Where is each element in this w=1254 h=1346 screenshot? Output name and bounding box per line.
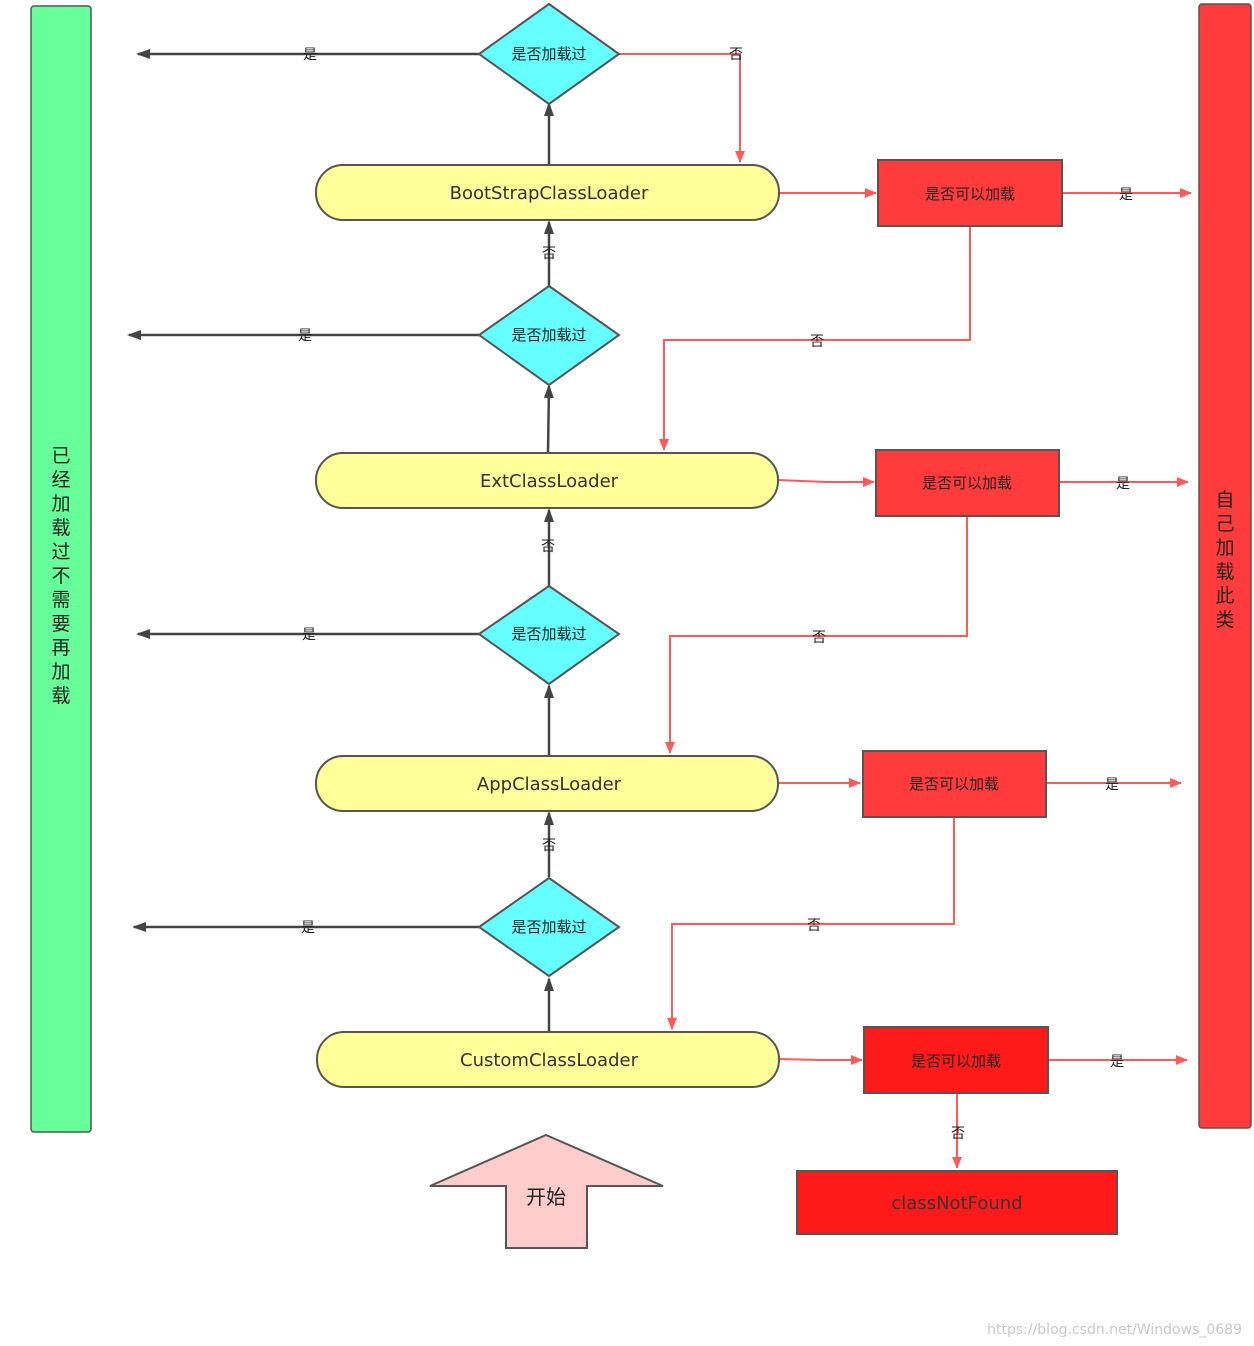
loader-custom-label: CustomClassLoader (460, 1050, 639, 1071)
check-loaded-diamond (477, 876, 621, 978)
edge-yes-label: 是 (301, 920, 315, 936)
start-arrow (429, 1133, 664, 1249)
loader-ext-label: ExtClassLoader (480, 471, 619, 492)
arrow-canload3-no (667, 817, 955, 1030)
arrow-check1-no (619, 53, 745, 163)
can-load-box (875, 449, 1060, 517)
can-load-label: 是否可以加载 (909, 775, 999, 793)
edge-yes-label: 是 (1119, 187, 1133, 203)
already-loaded-bar (30, 5, 92, 1133)
check-loaded-label: 是否加载过 (511, 625, 586, 643)
edge-no-label: 否 (541, 539, 555, 555)
edge-no-label: 否 (729, 47, 743, 63)
edge-yes-label: 是 (303, 47, 317, 63)
arrow-custom-to-canload (778, 1055, 863, 1065)
loader-app-label: AppClassLoader (477, 774, 622, 795)
class-not-found-box (796, 1170, 1118, 1235)
load-self-label: 自己加载此类 (1215, 489, 1234, 631)
arrow-canload1-no (659, 226, 971, 451)
loader-custom (316, 1031, 780, 1088)
check-loaded-diamond (477, 2, 621, 106)
start-label: 开始 (526, 1185, 566, 1209)
edge-no-label: 否 (542, 838, 556, 854)
check-loaded-diamond (477, 284, 621, 387)
can-load-box (877, 159, 1063, 227)
can-load-label: 是否可以加载 (911, 1052, 1001, 1070)
loader-app (315, 755, 779, 812)
loader-bootstrap (315, 164, 780, 221)
edge-yes-label: 是 (1105, 777, 1119, 793)
edge-yes-label: 是 (298, 328, 312, 344)
can-load-box (862, 750, 1047, 818)
check-loaded-label: 是否加载过 (511, 326, 586, 344)
arrow-canload2-no (665, 516, 968, 754)
arrow-ext-to-check (543, 384, 554, 453)
check-loaded-diamond (477, 584, 621, 686)
class-not-found-label: classNotFound (891, 1193, 1022, 1214)
load-self-bar (1198, 3, 1252, 1129)
can-load-box (863, 1026, 1049, 1094)
loader-ext (315, 452, 779, 509)
can-load-label: 是否可以加载 (925, 185, 1015, 203)
arrow-ext-to-canload (777, 477, 875, 487)
edge-no-label: 否 (810, 334, 824, 350)
loader-bootstrap-label: BootStrapClassLoader (450, 183, 649, 204)
edge-no-label: 否 (812, 630, 826, 646)
edge-no-label: 否 (542, 246, 556, 262)
edge-yes-label: 是 (1110, 1054, 1124, 1070)
can-load-label: 是否可以加载 (922, 474, 1012, 492)
edge-yes-label: 是 (302, 627, 316, 643)
watermark: https://blog.csdn.net/Windows_0689 (987, 1322, 1242, 1338)
already-loaded-label: 已经加载过不需要再加载 (51, 445, 70, 707)
edge-yes-label: 是 (1116, 476, 1130, 492)
edge-no-label: 否 (807, 918, 821, 934)
edge-no-label: 否 (951, 1126, 965, 1142)
check-loaded-label: 是否加载过 (511, 918, 586, 936)
check-loaded-label: 是否加载过 (511, 45, 586, 63)
